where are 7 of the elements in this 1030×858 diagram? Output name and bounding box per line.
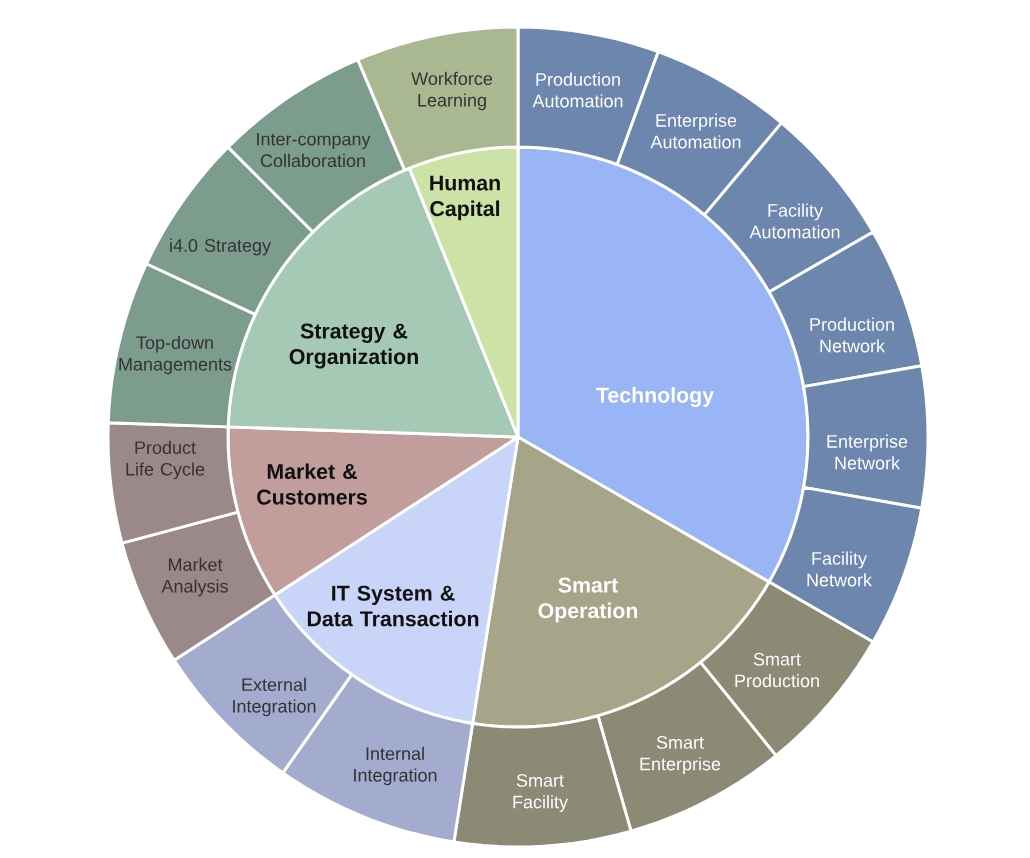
ring-segment: Facility Network — [767, 485, 924, 644]
ring-segment: Smart Facility — [452, 714, 633, 849]
ring-segment: Product Life Cycle — [106, 421, 240, 545]
ring-segment: Enterprise Network — [802, 364, 930, 510]
ring-segment: Top-down Managements — [106, 262, 257, 429]
ring-segment: Market Analysis — [120, 510, 277, 662]
ring-segment: Inter-company Collaboration — [226, 58, 407, 234]
